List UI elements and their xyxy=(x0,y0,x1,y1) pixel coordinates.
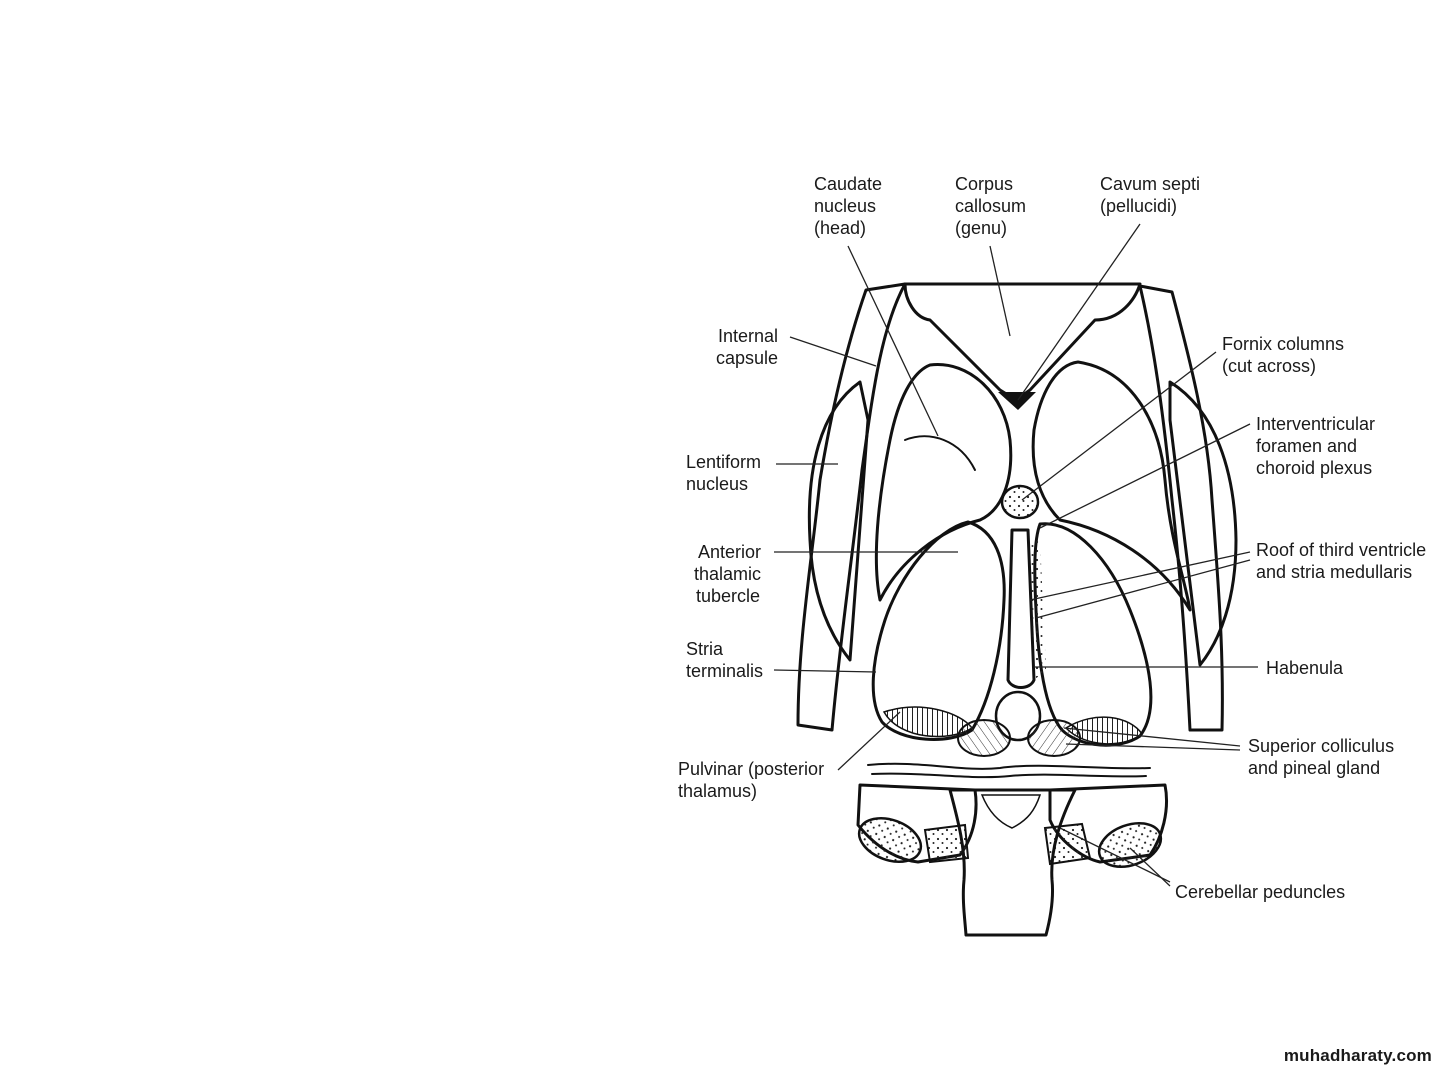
label-pulvinar: Pulvinar (posterior thalamus) xyxy=(678,759,829,801)
leader-roof-b xyxy=(1035,559,1251,619)
cavum-septi xyxy=(998,392,1036,410)
label-caudate: Caudate nucleus (head) xyxy=(814,174,887,238)
peduncle-left-cut xyxy=(857,817,923,863)
leader-lines xyxy=(773,223,1258,887)
label-stria-terminalis: Stria terminalis xyxy=(686,639,763,681)
label-lentiform: Lentiform nucleus xyxy=(686,452,766,494)
thalamus-right xyxy=(1033,522,1153,747)
label-habenula: Habenula xyxy=(1266,658,1344,678)
midbrain-band-lower xyxy=(871,772,1147,779)
caudate-left-contour xyxy=(904,435,976,471)
peduncle-right-cut xyxy=(1097,822,1163,868)
label-superior: Superior colliculus and pineal gland xyxy=(1248,736,1399,778)
labels: Caudate nucleus (head) Corpus callosum (… xyxy=(678,174,1431,902)
leader-corpus xyxy=(989,245,1011,337)
fourth-ventricle xyxy=(980,794,1042,829)
thalamus-left xyxy=(871,520,1006,741)
lentiform-right xyxy=(1168,380,1238,667)
leader-internal xyxy=(789,336,877,367)
internal-capsule-right xyxy=(1138,284,1224,732)
label-cerebellar: Cerebellar peduncles xyxy=(1175,882,1345,902)
brainstem xyxy=(948,788,1077,937)
label-fornix: Fornix columns (cut across) xyxy=(1222,334,1349,376)
watermark: muhadharaty.com xyxy=(1283,1046,1432,1065)
third-ventricle xyxy=(1006,528,1036,689)
leader-interventricular xyxy=(1039,423,1251,529)
label-internal: Internal capsule xyxy=(716,326,783,368)
colliculus-right xyxy=(1027,719,1081,757)
leader-cerebellar-b xyxy=(1129,847,1171,887)
label-roof: Roof of third ventricle and stria medull… xyxy=(1256,540,1431,582)
lentiform-left xyxy=(807,380,870,662)
leader-pulvinar xyxy=(837,711,901,771)
peduncle-left-cut-small xyxy=(923,823,970,864)
label-cavum: Cavum septi (pellucidi) xyxy=(1100,174,1205,216)
label-corpus: Corpus callosum (genu) xyxy=(955,174,1031,238)
midbrain-band xyxy=(867,762,1151,770)
label-anterior: Anterior thalamic tubercle xyxy=(694,542,766,606)
colliculus-left xyxy=(957,719,1011,757)
leader-cerebellar-a xyxy=(1059,827,1171,883)
internal-capsule-left xyxy=(796,282,907,732)
leader-caudate xyxy=(847,245,939,437)
leader-roof-a xyxy=(1029,551,1251,601)
leader-fornix xyxy=(1021,351,1217,501)
leader-cavum xyxy=(1017,223,1141,401)
caudate-left xyxy=(874,363,1013,602)
anatomy-drawing xyxy=(796,282,1238,937)
fornix-columns xyxy=(1000,484,1040,520)
label-interventricular: Interventricular foramen and choroid ple… xyxy=(1256,414,1380,478)
leader-stria xyxy=(773,669,877,673)
leader-superior-b xyxy=(1065,743,1241,751)
stria-medullaris xyxy=(1030,540,1046,680)
caudate-right xyxy=(1031,360,1192,612)
corpus-callosum xyxy=(903,282,1142,402)
pulvinar-right xyxy=(1064,716,1144,745)
leader-superior-a xyxy=(1063,727,1241,747)
